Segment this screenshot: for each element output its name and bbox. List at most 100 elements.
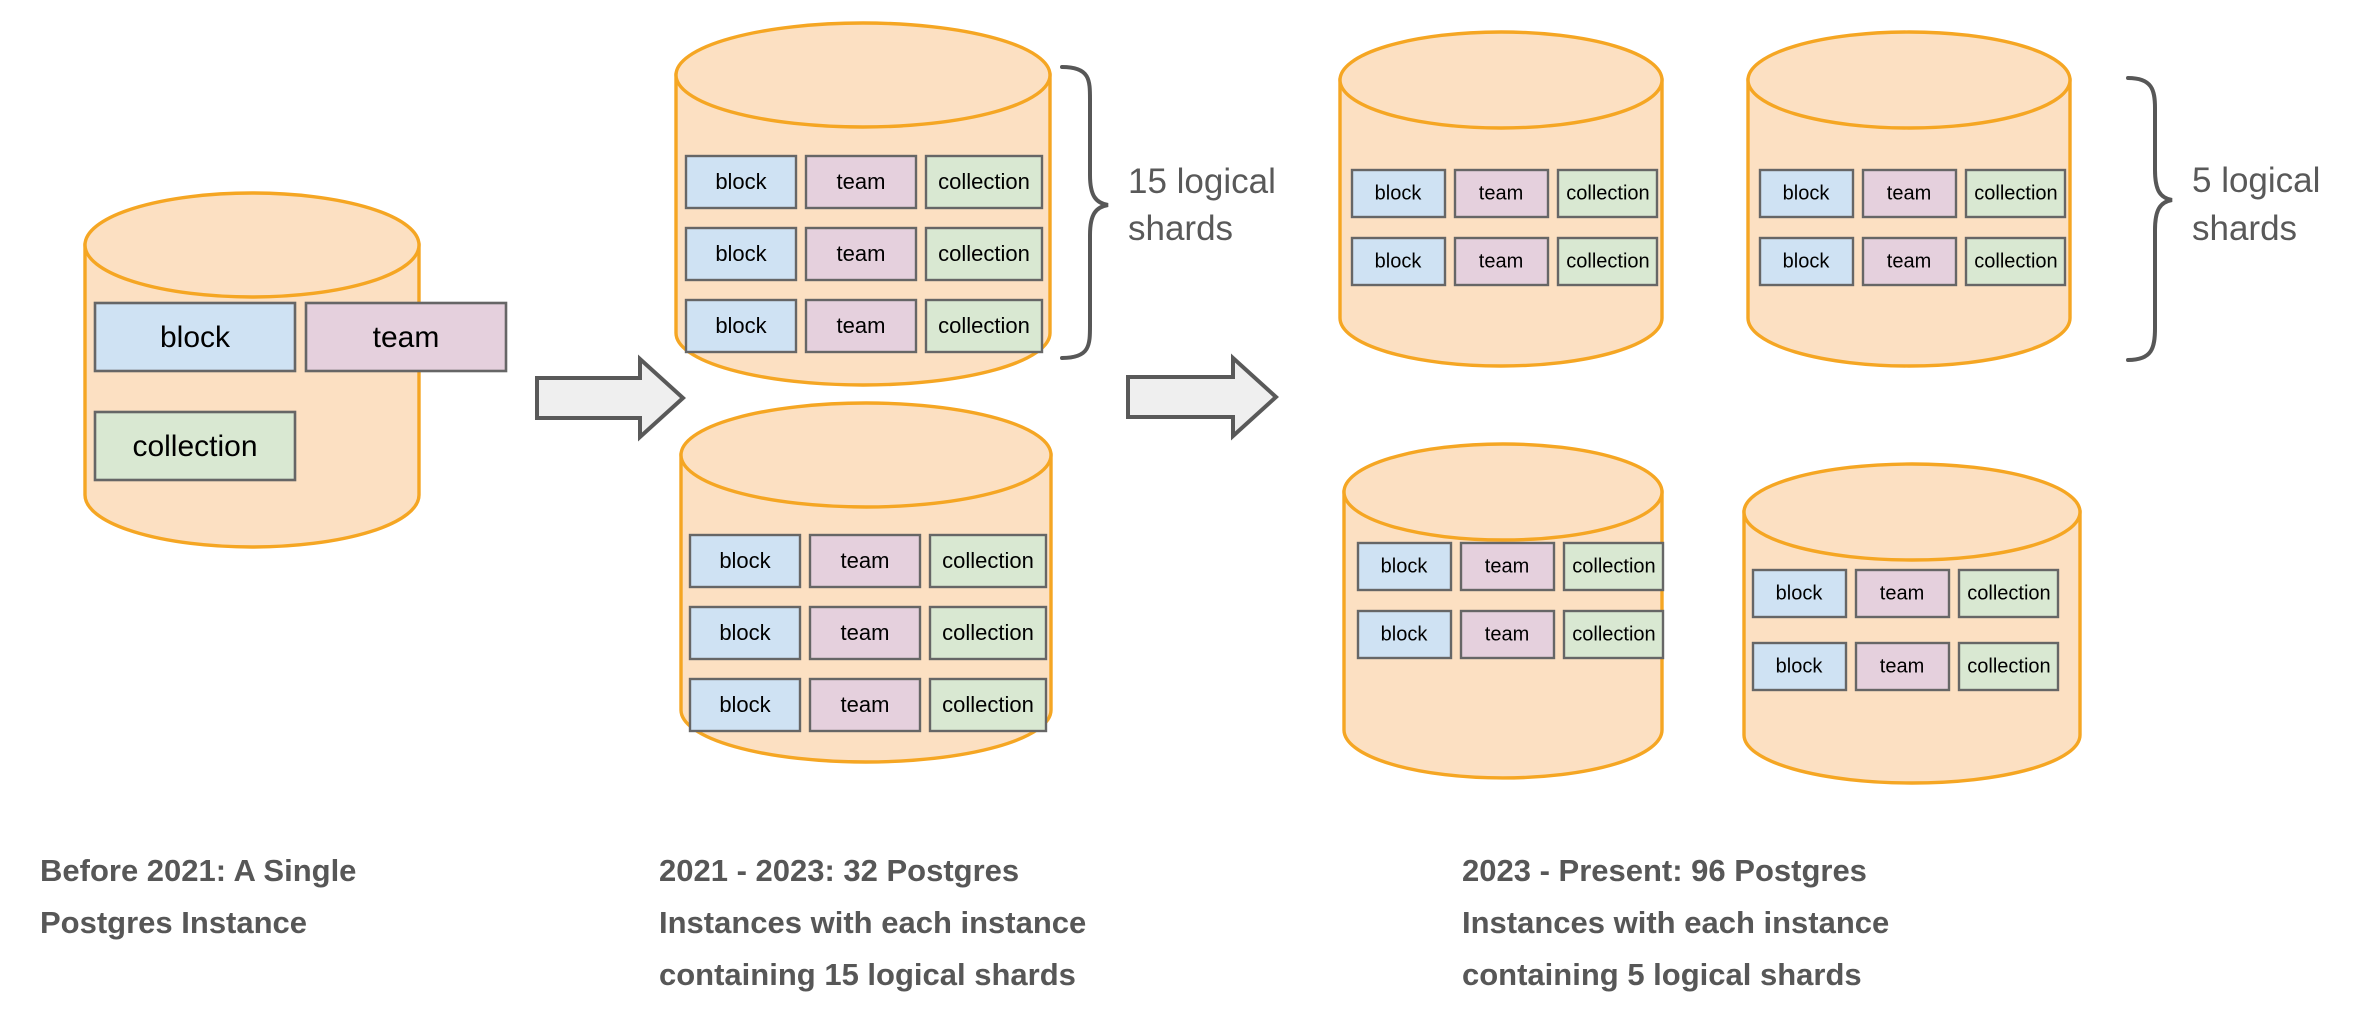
shard-team[interactable]: team bbox=[808, 605, 922, 661]
caption-line: Instances with each instance bbox=[1462, 905, 1889, 940]
shard-label: block bbox=[1783, 182, 1831, 204]
instance-1-1-cylinder[interactable]: block team collection bbox=[83, 191, 508, 549]
shard-collection[interactable]: collection bbox=[928, 605, 1048, 661]
shard-rect bbox=[1861, 236, 1958, 287]
shard-team[interactable]: team bbox=[1861, 236, 1958, 287]
shard-label: team bbox=[1880, 655, 1924, 677]
shard-block[interactable]: block bbox=[1350, 168, 1447, 219]
shard-collection[interactable]: collection bbox=[93, 410, 297, 482]
shard-team[interactable]: team bbox=[1854, 641, 1951, 692]
shard-team[interactable]: team bbox=[804, 298, 918, 354]
caption-line: Postgres Instance bbox=[40, 905, 307, 940]
brace-label-line: 15 logical bbox=[1128, 162, 1276, 201]
shard-label: team bbox=[1485, 555, 1529, 577]
stage-2-to-stage-3-arrow[interactable] bbox=[1126, 353, 1279, 441]
instance-3-1-cylinder[interactable]: block team collection block team collect… bbox=[1338, 30, 1664, 368]
shard-block[interactable]: block bbox=[684, 154, 798, 210]
shard-block[interactable]: block bbox=[1758, 236, 1855, 287]
shard-label: block bbox=[1776, 582, 1824, 604]
shard-collection[interactable]: collection bbox=[1562, 609, 1665, 660]
shard-collection[interactable]: collection bbox=[1556, 168, 1659, 219]
shard-rect bbox=[1957, 641, 2060, 692]
shard-label: block bbox=[715, 241, 767, 266]
shard-block[interactable]: block bbox=[1758, 168, 1855, 219]
shard-team[interactable]: team bbox=[1459, 609, 1556, 660]
shard-collection[interactable]: collection bbox=[1957, 568, 2060, 619]
shard-label: block bbox=[719, 548, 771, 573]
shard-block[interactable]: block bbox=[684, 226, 798, 282]
shard-block[interactable]: block bbox=[1350, 236, 1447, 287]
shard-team[interactable]: team bbox=[804, 226, 918, 282]
shard-label: team bbox=[837, 313, 886, 338]
shard-rect bbox=[1957, 568, 2060, 619]
shard-collection[interactable]: collection bbox=[928, 533, 1048, 589]
stage-1-to-stage-2-arrow[interactable] bbox=[535, 354, 686, 442]
shard-rect bbox=[1350, 236, 1447, 287]
shard-block[interactable]: block bbox=[688, 605, 802, 661]
shard-rect bbox=[924, 154, 1044, 210]
shard-label: team bbox=[841, 620, 890, 645]
shard-rect bbox=[1751, 641, 1848, 692]
shard-team[interactable]: team bbox=[1453, 168, 1550, 219]
shard-rect bbox=[93, 410, 297, 482]
shard-label: collection bbox=[1974, 250, 2057, 272]
shard-label: collection bbox=[942, 548, 1034, 573]
shard-rect bbox=[1758, 168, 1855, 219]
shard-block[interactable]: block bbox=[1751, 641, 1848, 692]
shard-collection[interactable]: collection bbox=[1964, 168, 2067, 219]
shard-block[interactable]: block bbox=[688, 677, 802, 733]
cylinder-top-ellipse bbox=[679, 401, 1053, 509]
shard-collection[interactable]: collection bbox=[924, 298, 1044, 354]
shard-rect bbox=[804, 154, 918, 210]
caption-line: containing 5 logical shards bbox=[1462, 957, 1862, 992]
shard-rect bbox=[1854, 641, 1951, 692]
shard-collection[interactable]: collection bbox=[1556, 236, 1659, 287]
shard-collection[interactable]: collection bbox=[1964, 236, 2067, 287]
shard-rect bbox=[928, 605, 1048, 661]
stage-1-group: block team collection Before 2021: A Sin… bbox=[40, 191, 508, 940]
instance-2-2-cylinder[interactable]: block team collection block team colle bbox=[679, 401, 1053, 764]
cylinder-top-ellipse bbox=[1338, 30, 1664, 130]
shard-team[interactable]: team bbox=[1459, 541, 1556, 592]
shard-team[interactable]: team bbox=[304, 301, 508, 373]
stage-2-group: block team collection block team colle bbox=[659, 21, 1276, 992]
stage-3-group: block team collection block team collect… bbox=[1338, 30, 2320, 992]
shard-label: block bbox=[715, 169, 767, 194]
shard-collection[interactable]: collection bbox=[924, 226, 1044, 282]
shard-team[interactable]: team bbox=[808, 533, 922, 589]
shard-rect bbox=[1861, 168, 1958, 219]
instance-3-3-cylinder[interactable]: block team collection block team collect… bbox=[1342, 442, 1665, 780]
shard-team[interactable]: team bbox=[1854, 568, 1951, 619]
shard-block[interactable]: block bbox=[1751, 568, 1848, 619]
shard-label: collection bbox=[938, 169, 1030, 194]
curly-brace-icon bbox=[2126, 76, 2173, 362]
shard-team[interactable]: team bbox=[1861, 168, 1958, 219]
shard-block[interactable]: block bbox=[688, 533, 802, 589]
shard-collection[interactable]: collection bbox=[928, 677, 1048, 733]
shard-collection[interactable]: collection bbox=[1562, 541, 1665, 592]
cylinder-top-ellipse bbox=[1746, 30, 2072, 130]
shard-team[interactable]: team bbox=[808, 677, 922, 733]
caption-line: containing 15 logical shards bbox=[659, 957, 1076, 992]
shard-block[interactable]: block bbox=[93, 301, 297, 373]
shard-collection[interactable]: collection bbox=[1957, 641, 2060, 692]
shard-block[interactable]: block bbox=[1356, 541, 1453, 592]
shard-label: collection bbox=[942, 620, 1034, 645]
caption-line: Before 2021: A Single bbox=[40, 853, 356, 888]
shard-collection[interactable]: collection bbox=[924, 154, 1044, 210]
shard-block[interactable]: block bbox=[1356, 609, 1453, 660]
instance-2-1-cylinder[interactable]: block team collection block team colle bbox=[674, 21, 1052, 387]
shard-team[interactable]: team bbox=[1453, 236, 1550, 287]
shard-rect bbox=[804, 298, 918, 354]
shard-label: collection bbox=[1974, 182, 2057, 204]
shard-label: collection bbox=[1566, 250, 1649, 272]
shard-team[interactable]: team bbox=[804, 154, 918, 210]
shard-block[interactable]: block bbox=[684, 298, 798, 354]
shard-rect bbox=[928, 533, 1048, 589]
instance-3-4-cylinder[interactable]: block team collection block team collect… bbox=[1742, 462, 2082, 785]
stage-2-caption: 2021 - 2023: 32 Postgres Instances with … bbox=[659, 853, 1086, 992]
stage-1-caption: Before 2021: A Single Postgres Instance bbox=[40, 853, 356, 940]
instance-3-2-cylinder[interactable]: block team collection block team collect… bbox=[1746, 30, 2072, 368]
shard-rect bbox=[304, 301, 508, 373]
